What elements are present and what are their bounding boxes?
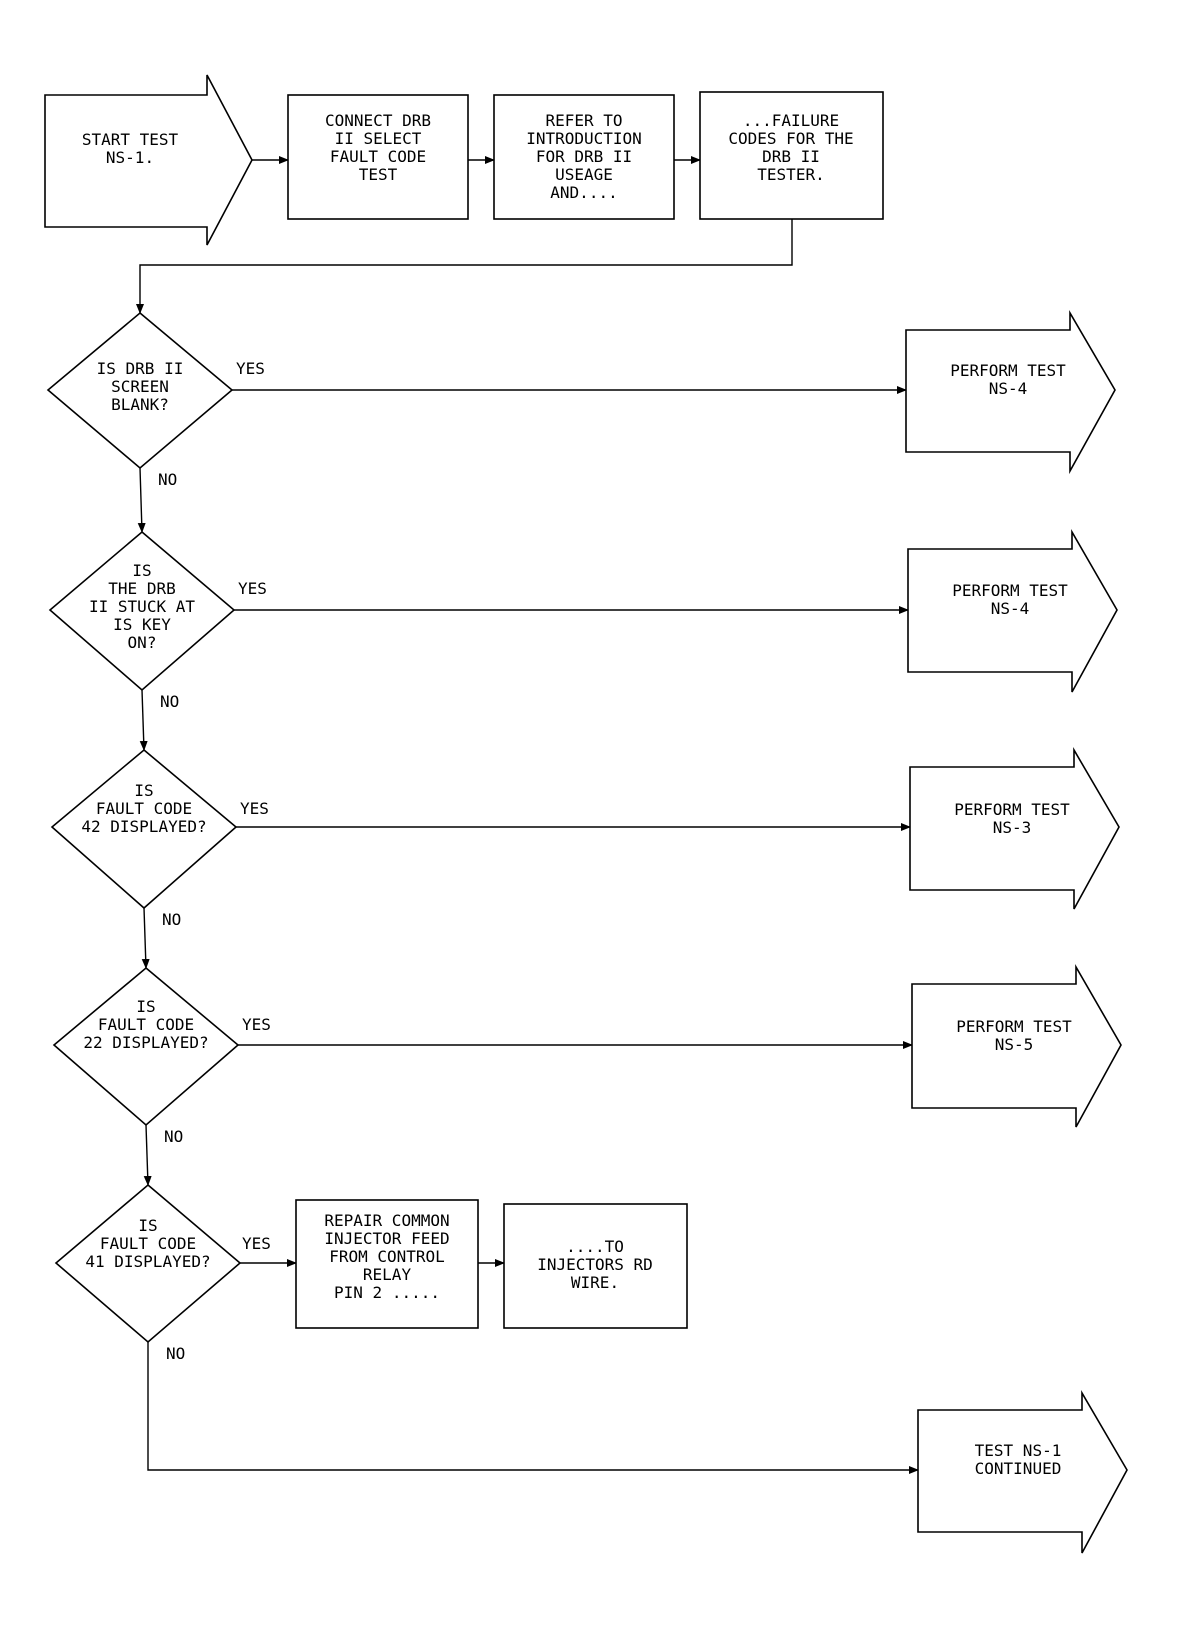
connector-failure-to-decision-1: [136, 219, 793, 314]
continued-arrow-shape: [917, 1390, 1128, 1554]
decision-4-line-1: IS: [136, 997, 155, 1016]
refer-box: [493, 94, 675, 220]
failure-codes-box: [699, 91, 884, 220]
decision-1-line-2: SCREEN: [111, 377, 169, 396]
outcome-4-line-2: NS-5: [995, 1035, 1034, 1054]
injectors-line-1: ....TO: [566, 1237, 624, 1256]
failure-line-1: ...FAILURE: [743, 111, 839, 130]
decision-5-line-2: FAULT CODE: [100, 1234, 196, 1253]
decision-3-line-1: IS: [134, 781, 153, 800]
repair-line-3: FROM CONTROL: [329, 1247, 445, 1266]
decision-2-line-4: IS KEY: [113, 615, 171, 634]
decision-5-line-3: 41 DISPLAYED?: [85, 1252, 210, 1271]
refer-line-3: FOR DRB II: [536, 147, 632, 166]
decision-3-line-3: 42 DISPLAYED?: [81, 817, 206, 836]
injectors-line-2: INJECTORS RD: [537, 1255, 653, 1274]
refer-line-4: USEAGE: [555, 165, 613, 184]
connect-line-3: FAULT CODE: [330, 147, 426, 166]
outcome-3-line-1: PERFORM TEST: [954, 800, 1070, 819]
decision-1-line-3: BLANK?: [111, 395, 169, 414]
repair-line-2: INJECTOR FEED: [324, 1229, 449, 1248]
failure-line-4: TESTER.: [757, 165, 824, 184]
outcome-1-arrow-shape: [905, 310, 1116, 475]
decision-2-line-3: II STUCK AT: [89, 597, 195, 616]
decision-3-yes-label: YES: [240, 799, 269, 818]
start-arrow-shape: [44, 74, 253, 246]
decision-4-line-2: FAULT CODE: [98, 1015, 194, 1034]
decision-4-yes-label: YES: [242, 1015, 271, 1034]
outcome-2-line-1: PERFORM TEST: [952, 581, 1068, 600]
refer-line-1: REFER TO: [545, 111, 622, 130]
decision-1-line-1: IS DRB II: [97, 359, 184, 378]
connect-line-4: TEST: [359, 165, 398, 184]
continued-line-2: CONTINUED: [975, 1459, 1062, 1478]
refer-line-5: AND....: [550, 183, 617, 202]
connector-decision-2-no: [139, 689, 148, 751]
connect-box: [287, 94, 469, 220]
decision-4-line-3: 22 DISPLAYED?: [83, 1033, 208, 1052]
outcome-4-arrow-shape: [911, 964, 1122, 1128]
decision-2-yes-label: YES: [238, 579, 267, 598]
decision-5-no-label: NO: [166, 1344, 185, 1363]
outcome-3-arrow-shape: [909, 747, 1120, 910]
injectors-box: [503, 1203, 688, 1329]
repair-line-4: RELAY: [363, 1265, 412, 1284]
refer-line-2: INTRODUCTION: [526, 129, 642, 148]
start-line-1: START TEST: [82, 130, 179, 149]
connector-decision-4-no: [143, 1124, 152, 1186]
failure-line-3: DRB II: [762, 147, 820, 166]
outcome-1-line-2: NS-4: [989, 379, 1028, 398]
decision-5-yes-label: YES: [242, 1234, 271, 1253]
decision-4-no-label: NO: [164, 1127, 183, 1146]
failure-line-2: CODES FOR THE: [728, 129, 853, 148]
outcome-2-arrow-shape: [907, 529, 1118, 693]
decision-5-line-1: IS: [138, 1216, 157, 1235]
decision-2-line-5: ON?: [128, 633, 157, 652]
outcome-3-line-2: NS-3: [993, 818, 1032, 837]
connector-decision-1-no: [137, 467, 146, 533]
decision-3-no-label: NO: [162, 910, 181, 929]
decision-3-line-2: FAULT CODE: [96, 799, 192, 818]
decision-1-no-label: NO: [158, 470, 177, 489]
connect-line-2: II SELECT: [335, 129, 422, 148]
connect-line-1: CONNECT DRB: [325, 111, 431, 130]
decision-2-line-1: IS: [132, 561, 151, 580]
decision-2-no-label: NO: [160, 692, 179, 711]
outcome-4-line-1: PERFORM TEST: [956, 1017, 1072, 1036]
repair-box: [295, 1199, 479, 1329]
connector-decision-3-no: [141, 907, 150, 969]
continued-line-1: TEST NS-1: [975, 1441, 1062, 1460]
injectors-line-3: WIRE.: [571, 1273, 619, 1292]
decision-1-yes-label: YES: [236, 359, 265, 378]
connector-decision-5-no: [147, 1342, 919, 1474]
repair-line-1: REPAIR COMMON: [324, 1211, 449, 1230]
decision-2-line-2: THE DRB: [108, 579, 175, 598]
repair-line-5: PIN 2 .....: [334, 1283, 440, 1302]
outcome-2-line-2: NS-4: [991, 599, 1030, 618]
start-line-2: NS-1.: [106, 148, 154, 167]
outcome-1-line-1: PERFORM TEST: [950, 361, 1066, 380]
